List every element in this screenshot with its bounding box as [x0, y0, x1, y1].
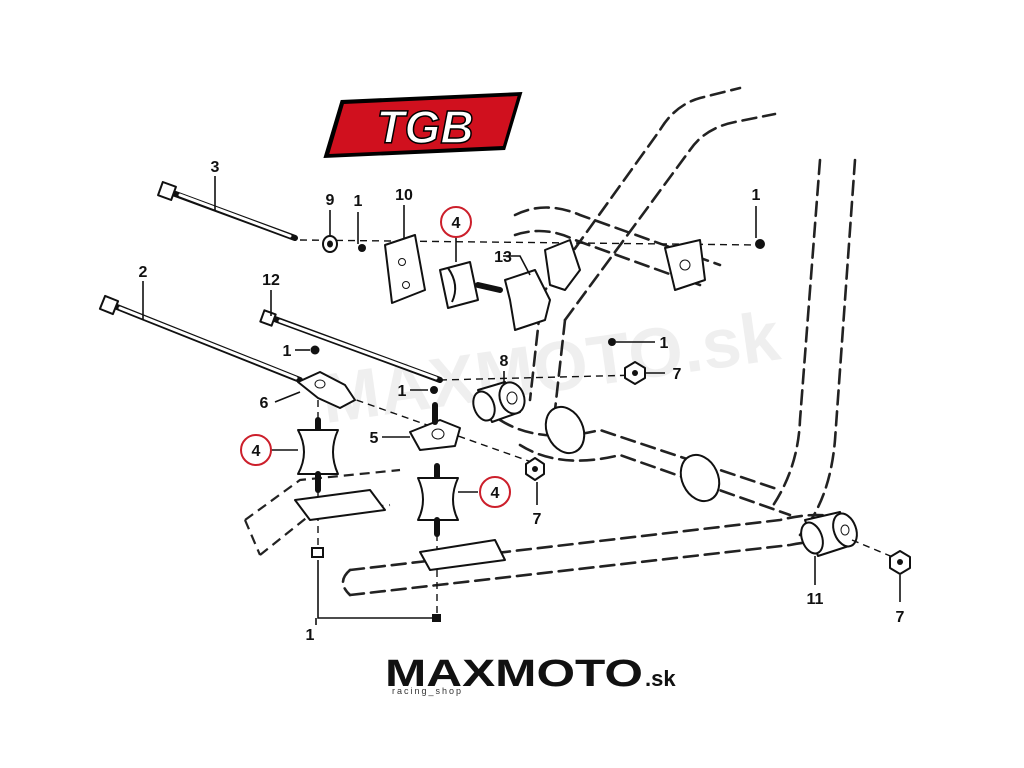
- nut-1-bottom-left: [311, 547, 324, 558]
- callout-7-mid: 7: [673, 366, 682, 383]
- tube-clamps: [544, 405, 721, 503]
- highlight-circles: [240, 206, 511, 508]
- callout-8: 8: [500, 353, 509, 370]
- bolt-12: [259, 309, 641, 383]
- washer-9: [322, 235, 338, 253]
- maxmoto-logo: MAXMOTO .sk racing_shop: [385, 653, 676, 696]
- callout-4-center: 4: [491, 485, 500, 502]
- flange-nut-7-mid: [624, 361, 646, 385]
- callout-5: 5: [370, 430, 379, 447]
- callout-11: 11: [807, 591, 824, 608]
- bolt-3: [157, 181, 761, 246]
- maxmoto-logo-tagline: racing_shop: [392, 686, 463, 696]
- callout-2: 2: [139, 264, 148, 281]
- plate-10: [384, 234, 426, 304]
- maxmoto-logo-suffix: .sk: [645, 666, 676, 691]
- leader-lines: [142, 176, 901, 625]
- bracket-6: [297, 345, 356, 409]
- callout-1-right: 1: [752, 187, 761, 204]
- callout-10: 10: [395, 187, 413, 204]
- callout-6: 6: [260, 395, 269, 412]
- callout-7-right: 7: [896, 609, 905, 626]
- callout-1-mid: 1: [660, 335, 669, 352]
- tgb-logo-text: TGB: [376, 101, 473, 153]
- flange-nut-7-right: [889, 550, 911, 575]
- callout-1-center: 1: [398, 383, 407, 400]
- callout-1-left: 1: [283, 343, 292, 360]
- callout-12: 12: [262, 272, 280, 289]
- flange-nut-7-center: [525, 457, 545, 481]
- bracket-13: [504, 239, 581, 331]
- rubber-mount-4-center: [417, 463, 459, 618]
- nut-1-near-6: [430, 386, 438, 394]
- bushing-11: [800, 511, 901, 561]
- nut-1-mid: [608, 338, 616, 346]
- callout-13: 13: [494, 249, 512, 266]
- lower-frame-bracket: [294, 489, 506, 571]
- callout-1-top: 1: [354, 193, 363, 210]
- nut-1-top: [358, 244, 366, 252]
- bracket-5: [409, 402, 461, 451]
- callout-4-left: 4: [252, 443, 261, 460]
- callout-1-bottom: 1: [306, 627, 315, 644]
- callout-3: 3: [211, 159, 220, 176]
- rubber-mount-4-left: [297, 400, 339, 548]
- frame-bracket-right: [664, 239, 765, 291]
- callout-4-top: 4: [452, 215, 461, 232]
- tgb-logo: TGB: [323, 92, 523, 158]
- callout-7-center: 7: [533, 511, 542, 528]
- maxmoto-logo-main: MAXMOTO: [385, 653, 643, 695]
- bushing-8: [472, 381, 526, 423]
- rubber-mount-4-top: [439, 261, 503, 309]
- callout-labels: 3 9 1 10 4 13 1 2 12 1 1 8 7 1 6 5 4 4 7…: [139, 159, 905, 644]
- callout-9: 9: [326, 192, 335, 209]
